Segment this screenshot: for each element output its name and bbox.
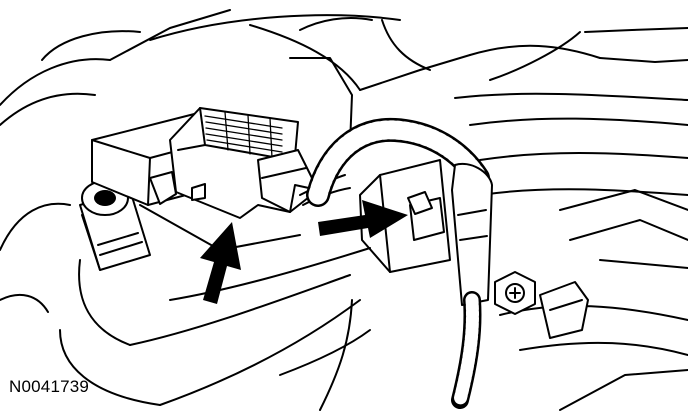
harness-sleeve bbox=[451, 162, 493, 306]
callout-arrows bbox=[200, 200, 408, 304]
background-structure bbox=[0, 9, 688, 411]
electrical-connector bbox=[169, 107, 319, 219]
up-arrow-icon bbox=[200, 222, 241, 304]
mounting-bracket bbox=[359, 159, 451, 273]
wiring-harness-lower bbox=[451, 291, 482, 409]
wiring-harness-upper bbox=[306, 117, 490, 207]
figure-id-label: N0041739 bbox=[9, 377, 90, 396]
hex-nut bbox=[494, 271, 536, 315]
side-clip bbox=[539, 281, 589, 339]
right-arrow-icon bbox=[318, 200, 408, 238]
